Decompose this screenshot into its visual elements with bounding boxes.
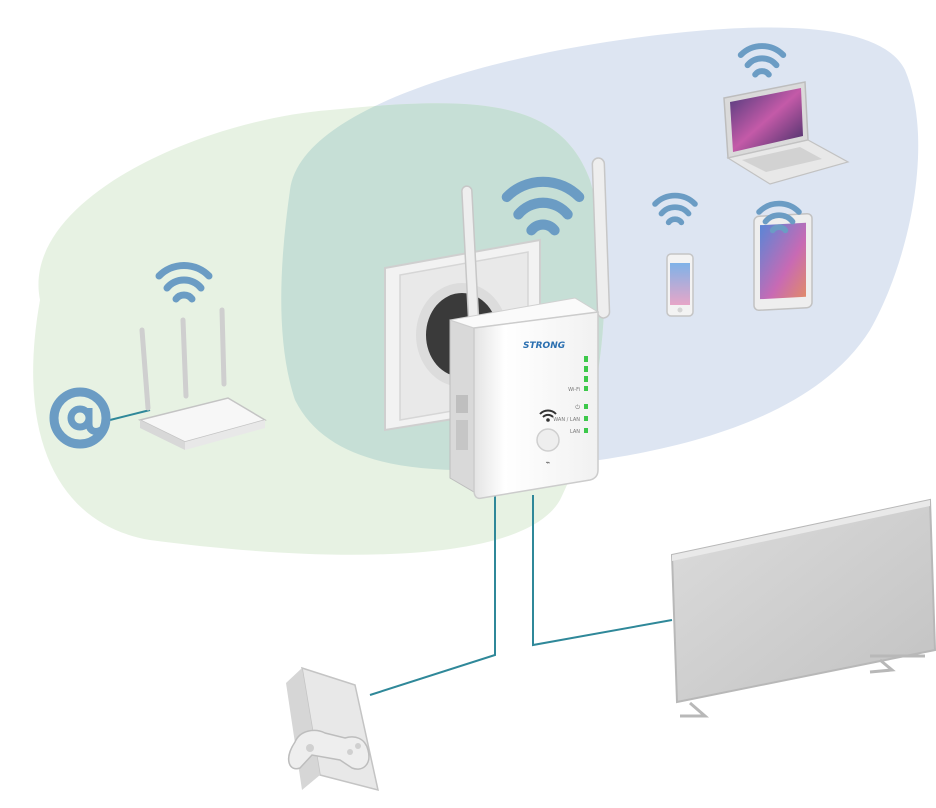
led-power (584, 404, 588, 409)
laptop-icon (723, 81, 850, 185)
wifi-signal-smartphone (652, 192, 698, 226)
router-icon (137, 307, 267, 450)
smartphone-icon (666, 253, 694, 317)
led-label-power: ⏻ (575, 404, 580, 411)
wifi-repeater-icon: STRONG Wi-Fi ⏻ WAN / LAN LAN ⌁ (449, 157, 611, 500)
wifi-signal-icon (737, 43, 787, 78)
repeater-small-symbol: ⌁ (546, 458, 551, 467)
tv-icon (670, 498, 936, 718)
led-label-wan-lan: WAN / LAN (553, 417, 580, 423)
tablet-icon (753, 212, 813, 311)
led-signal-1 (584, 356, 588, 362)
led-wifi (584, 386, 588, 391)
game-controller-icon (286, 666, 379, 792)
cable-to-tv (532, 495, 673, 647)
led-label-lan: LAN (570, 429, 580, 435)
wifi-signal-icon (501, 176, 585, 236)
led-wan-lan (584, 416, 588, 421)
wifi-signal-icon (155, 262, 213, 303)
wifi-signal-tablet (756, 200, 802, 234)
ethernet-cables (109, 409, 673, 696)
at-sign-icon (49, 387, 111, 449)
repeater-brand-label: STRONG (523, 341, 565, 351)
wifi-signal-laptop (737, 43, 787, 78)
led-indicators: Wi-Fi ⏻ WAN / LAN LAN (553, 356, 588, 435)
led-signal-3 (584, 376, 588, 382)
led-signal-2 (584, 366, 588, 372)
wifi-signal-icon (652, 192, 698, 226)
led-lan (584, 428, 588, 433)
wifi-signal-icon (756, 200, 802, 234)
wps-button (536, 428, 560, 452)
cable-internet-to-router (109, 409, 151, 421)
led-label-wifi: Wi-Fi (568, 387, 580, 393)
wifi-signal-router (155, 262, 213, 303)
wifi-signal-repeater (501, 176, 585, 236)
cable-to-game-console (369, 495, 496, 696)
repeater-wifi-mark-icon (539, 409, 557, 422)
